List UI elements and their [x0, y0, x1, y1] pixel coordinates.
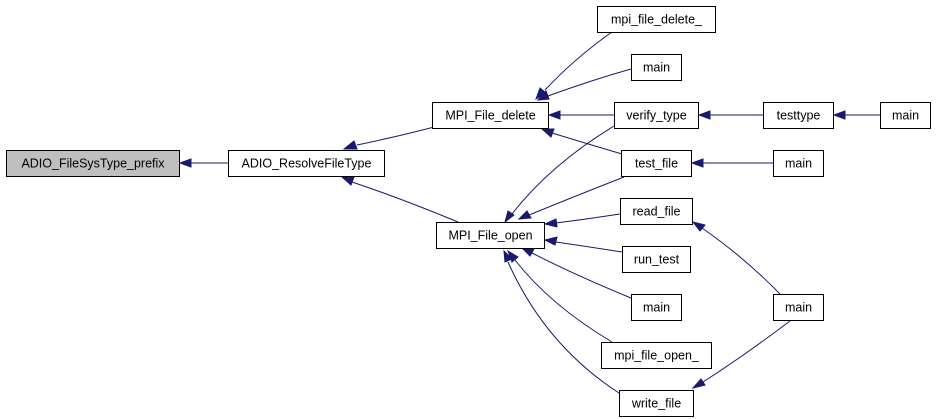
arrowhead [342, 140, 358, 150]
edge-run-test-to-mpi-file-open [543, 236, 623, 253]
node-mpi-file-delete[interactable]: MPI_File_delete [432, 102, 549, 129]
arrowhead [547, 110, 561, 120]
node-label: main [785, 157, 812, 171]
node-label: ADIO_FileSysType_prefix [21, 157, 165, 171]
node-read-file[interactable]: read_file [620, 198, 693, 225]
node-adio-resolvefiletype[interactable]: ADIO_ResolveFileType [228, 150, 385, 177]
edge-line [528, 176, 625, 216]
node-mpi-file-delete-underscore[interactable]: mpi_file_delete_ [597, 6, 716, 33]
arrowhead [504, 210, 515, 224]
arrowhead [690, 158, 704, 168]
node-main-2[interactable]: main [631, 294, 682, 321]
arrowhead [340, 176, 355, 186]
edge-test-file-to-mpi-file-open [517, 176, 625, 220]
node-label: main [643, 61, 670, 75]
node-label: verify_type [626, 109, 686, 123]
edge-line [514, 259, 613, 343]
node-label: ADIO_ResolveFileType [242, 157, 372, 171]
node-label: mpi_file_open_ [614, 349, 700, 363]
edge-line [547, 68, 632, 97]
node-main-1[interactable]: main [631, 54, 682, 81]
node-testtype[interactable]: testtype [763, 102, 834, 129]
node-main-5[interactable]: main [773, 294, 824, 321]
edge-test-file-to-mpi-file-delete [540, 128, 623, 155]
edge-read-file-to-mpi-file-open [543, 213, 621, 228]
edge-line [555, 241, 623, 253]
edge-adio-resolvefiletype-to-adio-filesystype-prefix [178, 158, 228, 168]
node-write-file[interactable]: write_file [619, 390, 694, 417]
node-label: test_file [635, 157, 678, 171]
node-label: main [643, 301, 670, 315]
edge-line [702, 320, 791, 383]
arrowhead [540, 128, 555, 138]
edge-line [544, 31, 613, 91]
arrowhead [832, 110, 846, 120]
arrowhead [543, 218, 558, 228]
arrowhead [517, 210, 532, 220]
node-main-3[interactable]: main [880, 102, 931, 129]
arrowhead [178, 158, 192, 168]
edge-line [511, 125, 615, 215]
edge-mpi-file-delete-to-adio-resolvefiletype [342, 126, 435, 150]
node-label: write_file [631, 397, 681, 411]
node-mpi-file-open-underscore[interactable]: mpi_file_open_ [601, 342, 712, 369]
edge-testtype-to-verify-type [697, 110, 763, 120]
arrowhead [543, 236, 558, 246]
node-label: main [785, 301, 812, 315]
node-label: main [892, 109, 919, 123]
arrowhead [691, 221, 706, 232]
node-label: run_test [634, 253, 680, 267]
edge-mpi-file-open-underscore-to-mpi-file-open [507, 249, 613, 343]
node-label: testtype [777, 109, 821, 123]
edge-main-1-to-mpi-file-delete [536, 68, 632, 101]
edge-line [531, 252, 632, 299]
call-edges [178, 31, 880, 394]
call-nodes: ADIO_FileSysType_prefix ADIO_ResolveFile… [6, 6, 931, 417]
node-mpi-file-open[interactable]: MPI_File_open [436, 222, 545, 249]
node-label: MPI_File_open [448, 229, 532, 243]
edge-line [507, 261, 620, 394]
arrowhead [503, 249, 513, 263]
edge-mpi-file-open-to-adio-resolvefiletype [340, 176, 459, 223]
node-verify-type[interactable]: verify_type [614, 102, 699, 129]
node-run-test[interactable]: run_test [622, 246, 691, 273]
edge-main-3-to-testtype [832, 110, 880, 120]
edge-write-file-to-mpi-file-open [503, 249, 620, 394]
edge-mpi-file-delete-underscore-to-mpi-file-delete [535, 31, 613, 101]
edge-main-5-to-read-file [691, 221, 781, 295]
edge-line [701, 227, 781, 295]
arrowhead [520, 247, 535, 257]
edge-verify-type-to-mpi-file-delete [547, 110, 614, 120]
node-label: read_file [633, 205, 681, 219]
edge-line [555, 213, 621, 224]
node-adio-filesystype-prefix[interactable]: ADIO_FileSysType_prefix [6, 150, 180, 177]
arrowhead [697, 110, 711, 120]
edge-verify-type-to-mpi-file-open [504, 125, 615, 224]
edge-line [351, 181, 459, 223]
node-main-4[interactable]: main [773, 150, 824, 177]
node-label: MPI_File_delete [445, 109, 535, 123]
edge-main-4-to-test-file [690, 158, 773, 168]
edge-main-5-to-write-file [691, 320, 791, 389]
edge-line [356, 126, 435, 146]
node-label: mpi_file_delete_ [611, 13, 703, 27]
arrowhead [691, 378, 706, 389]
arrowhead [536, 90, 550, 101]
node-test-file[interactable]: test_file [621, 150, 692, 177]
edge-main-2-to-mpi-file-open [520, 247, 632, 299]
